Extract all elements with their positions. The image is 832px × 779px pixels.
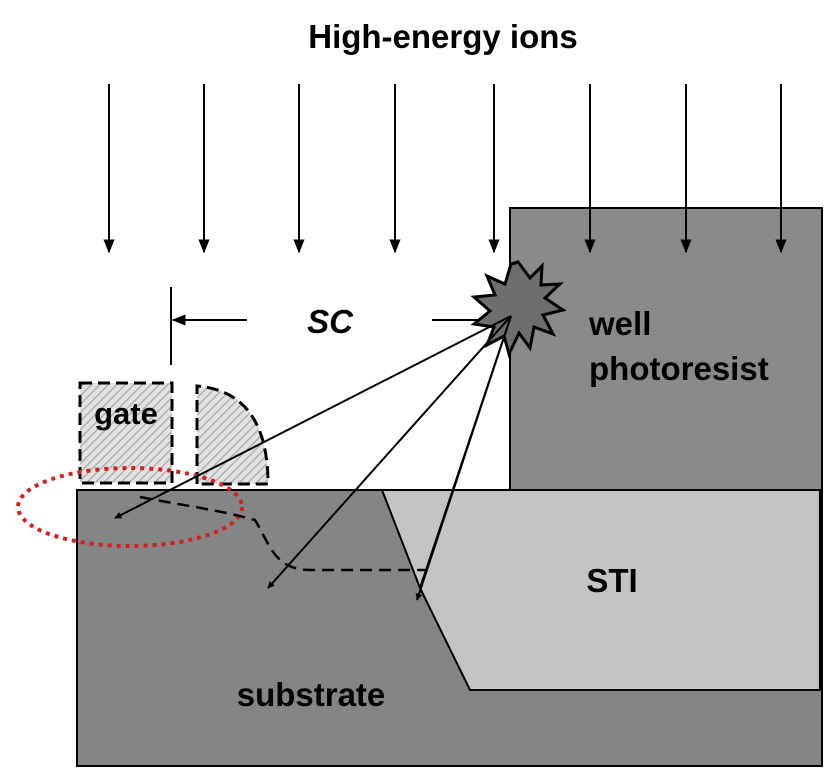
scatter-arrows <box>114 315 512 601</box>
scatter-return-line <box>419 315 512 589</box>
gate-label: gate <box>94 396 158 431</box>
well-label: well <box>588 305 651 342</box>
substrate-label: substrate <box>237 676 386 713</box>
burst-star-icon <box>470 260 567 359</box>
highlight-ellipse <box>16 466 244 548</box>
scatter-path-dashed <box>139 495 425 572</box>
photoresist-label: photoresist <box>589 350 769 387</box>
scatter-arrow-to-channel <box>114 315 512 519</box>
sc-dimension: SC <box>170 287 507 365</box>
sc-label: SC <box>307 303 354 340</box>
ion-arrows <box>103 84 787 254</box>
sti-label: STI <box>586 562 637 599</box>
scatter-arrow-to-substrate <box>267 315 512 589</box>
well-photoresist-block <box>509 207 823 491</box>
spacer-structure <box>195 384 270 486</box>
title: High-energy ions <box>308 18 578 55</box>
